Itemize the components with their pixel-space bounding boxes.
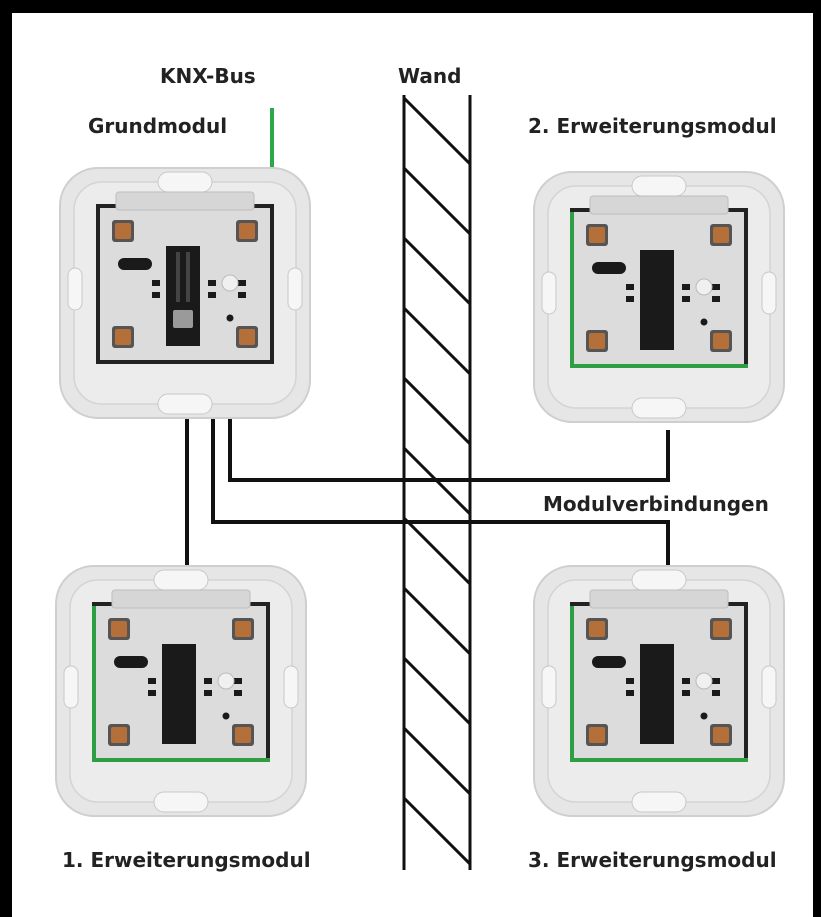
module-connection-cables	[185, 410, 670, 580]
extension-module-1	[55, 565, 307, 817]
knx-bus-label: KNX-Bus	[160, 64, 256, 88]
extension-3-label: 3. Erweiterungsmodul	[528, 848, 777, 872]
wall-label: Wand	[398, 64, 462, 88]
extension-module-3	[533, 565, 785, 817]
wall	[402, 95, 472, 870]
base-module	[59, 167, 311, 419]
module-connections-label: Modulverbindungen	[543, 492, 769, 516]
extension-1-label: 1. Erweiterungsmodul	[62, 848, 311, 872]
extension-2-label: 2. Erweiterungsmodul	[528, 114, 777, 138]
base-module-label: Grundmodul	[88, 114, 228, 138]
extension-module-2	[533, 171, 785, 423]
